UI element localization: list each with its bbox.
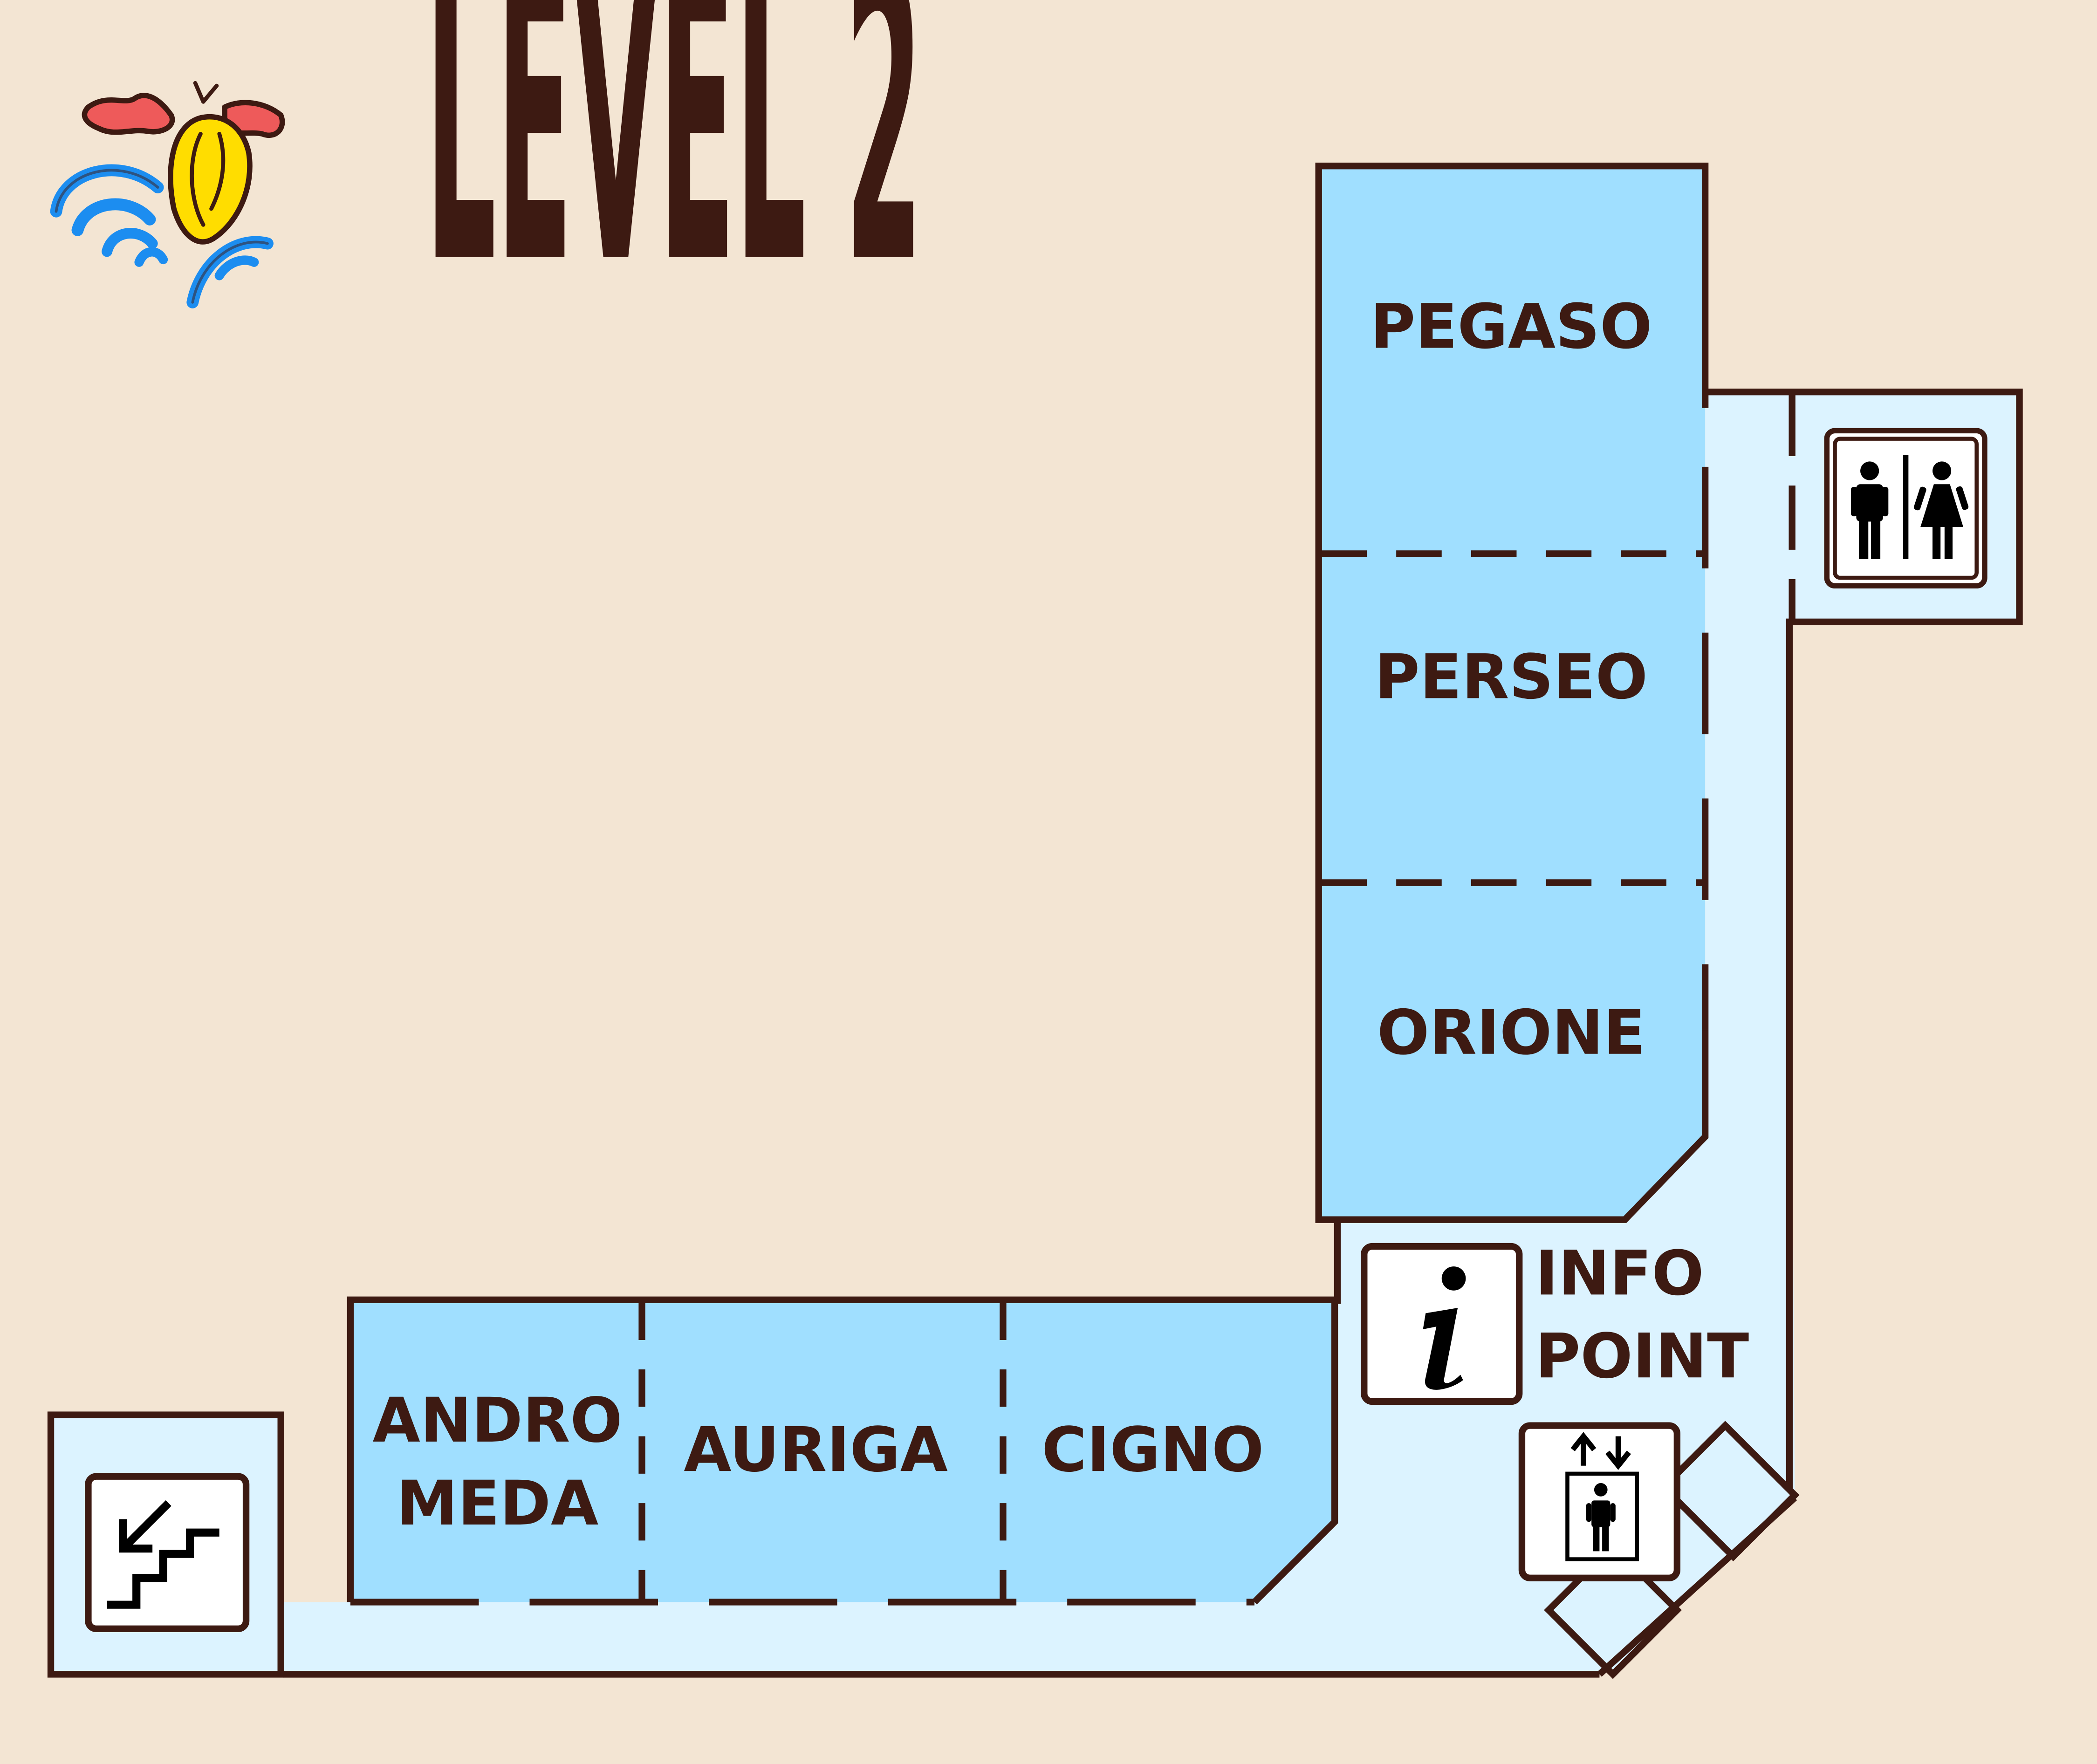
room-block-horizontal [347, 1296, 1338, 1606]
page-title: LEVEL 2 [425, 0, 923, 352]
room-label-orione: ORIONE [1377, 997, 1645, 1069]
rooster-logo [50, 81, 285, 308]
stairs-down-icon [85, 1473, 250, 1633]
room-label-cigno: CIGNO [1042, 1414, 1264, 1486]
elevator-icon [1518, 1422, 1681, 1581]
room-label-andromeda-line1: ANDRO [373, 1385, 623, 1456]
room-label-auriga: AURIGA [684, 1414, 948, 1486]
info-point-label-line1: INFO [1535, 1238, 1704, 1309]
corridor [283, 389, 2023, 1678]
room-block-vertical [1315, 162, 1709, 1223]
room-label-andromeda-line2: MEDA [397, 1468, 598, 1539]
room-label-pegaso: PEGASO [1371, 291, 1652, 362]
info-point-label-line2: POINT [1535, 1320, 1749, 1392]
info-point: INFO POINT [1361, 1238, 1749, 1405]
restroom-icon [1824, 428, 1987, 589]
room-label-perseo: PERSEO [1375, 641, 1648, 713]
